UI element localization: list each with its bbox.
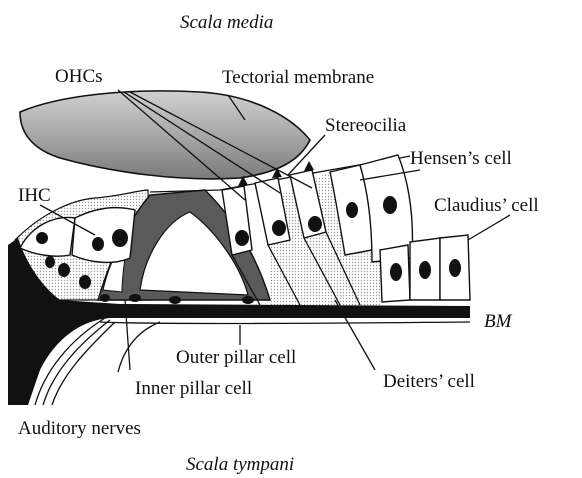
deiters-cell-label: Deiters’ cell [383, 371, 475, 392]
ihc-label: IHC [18, 185, 51, 206]
tectorial-membrane-label: Tectorial membrane [222, 67, 374, 88]
scala-media-label: Scala media [180, 12, 273, 33]
auditory-nerves-label: Auditory nerves [18, 418, 141, 439]
claudius-cell-label: Claudius’ cell [434, 195, 539, 216]
outer-pillar-cell-label: Outer pillar cell [176, 347, 296, 368]
stereocilia-label: Stereocilia [325, 115, 407, 136]
tectorial-membrane [20, 91, 310, 179]
hensens-cell-label: Hensen’s cell [410, 148, 512, 169]
scala-tympani-label: Scala tympani [186, 454, 294, 475]
bm-label: BM [484, 311, 513, 332]
inner-pillar-cell-label: Inner pillar cell [135, 378, 252, 399]
ohcs-label: OHCs [55, 66, 103, 87]
